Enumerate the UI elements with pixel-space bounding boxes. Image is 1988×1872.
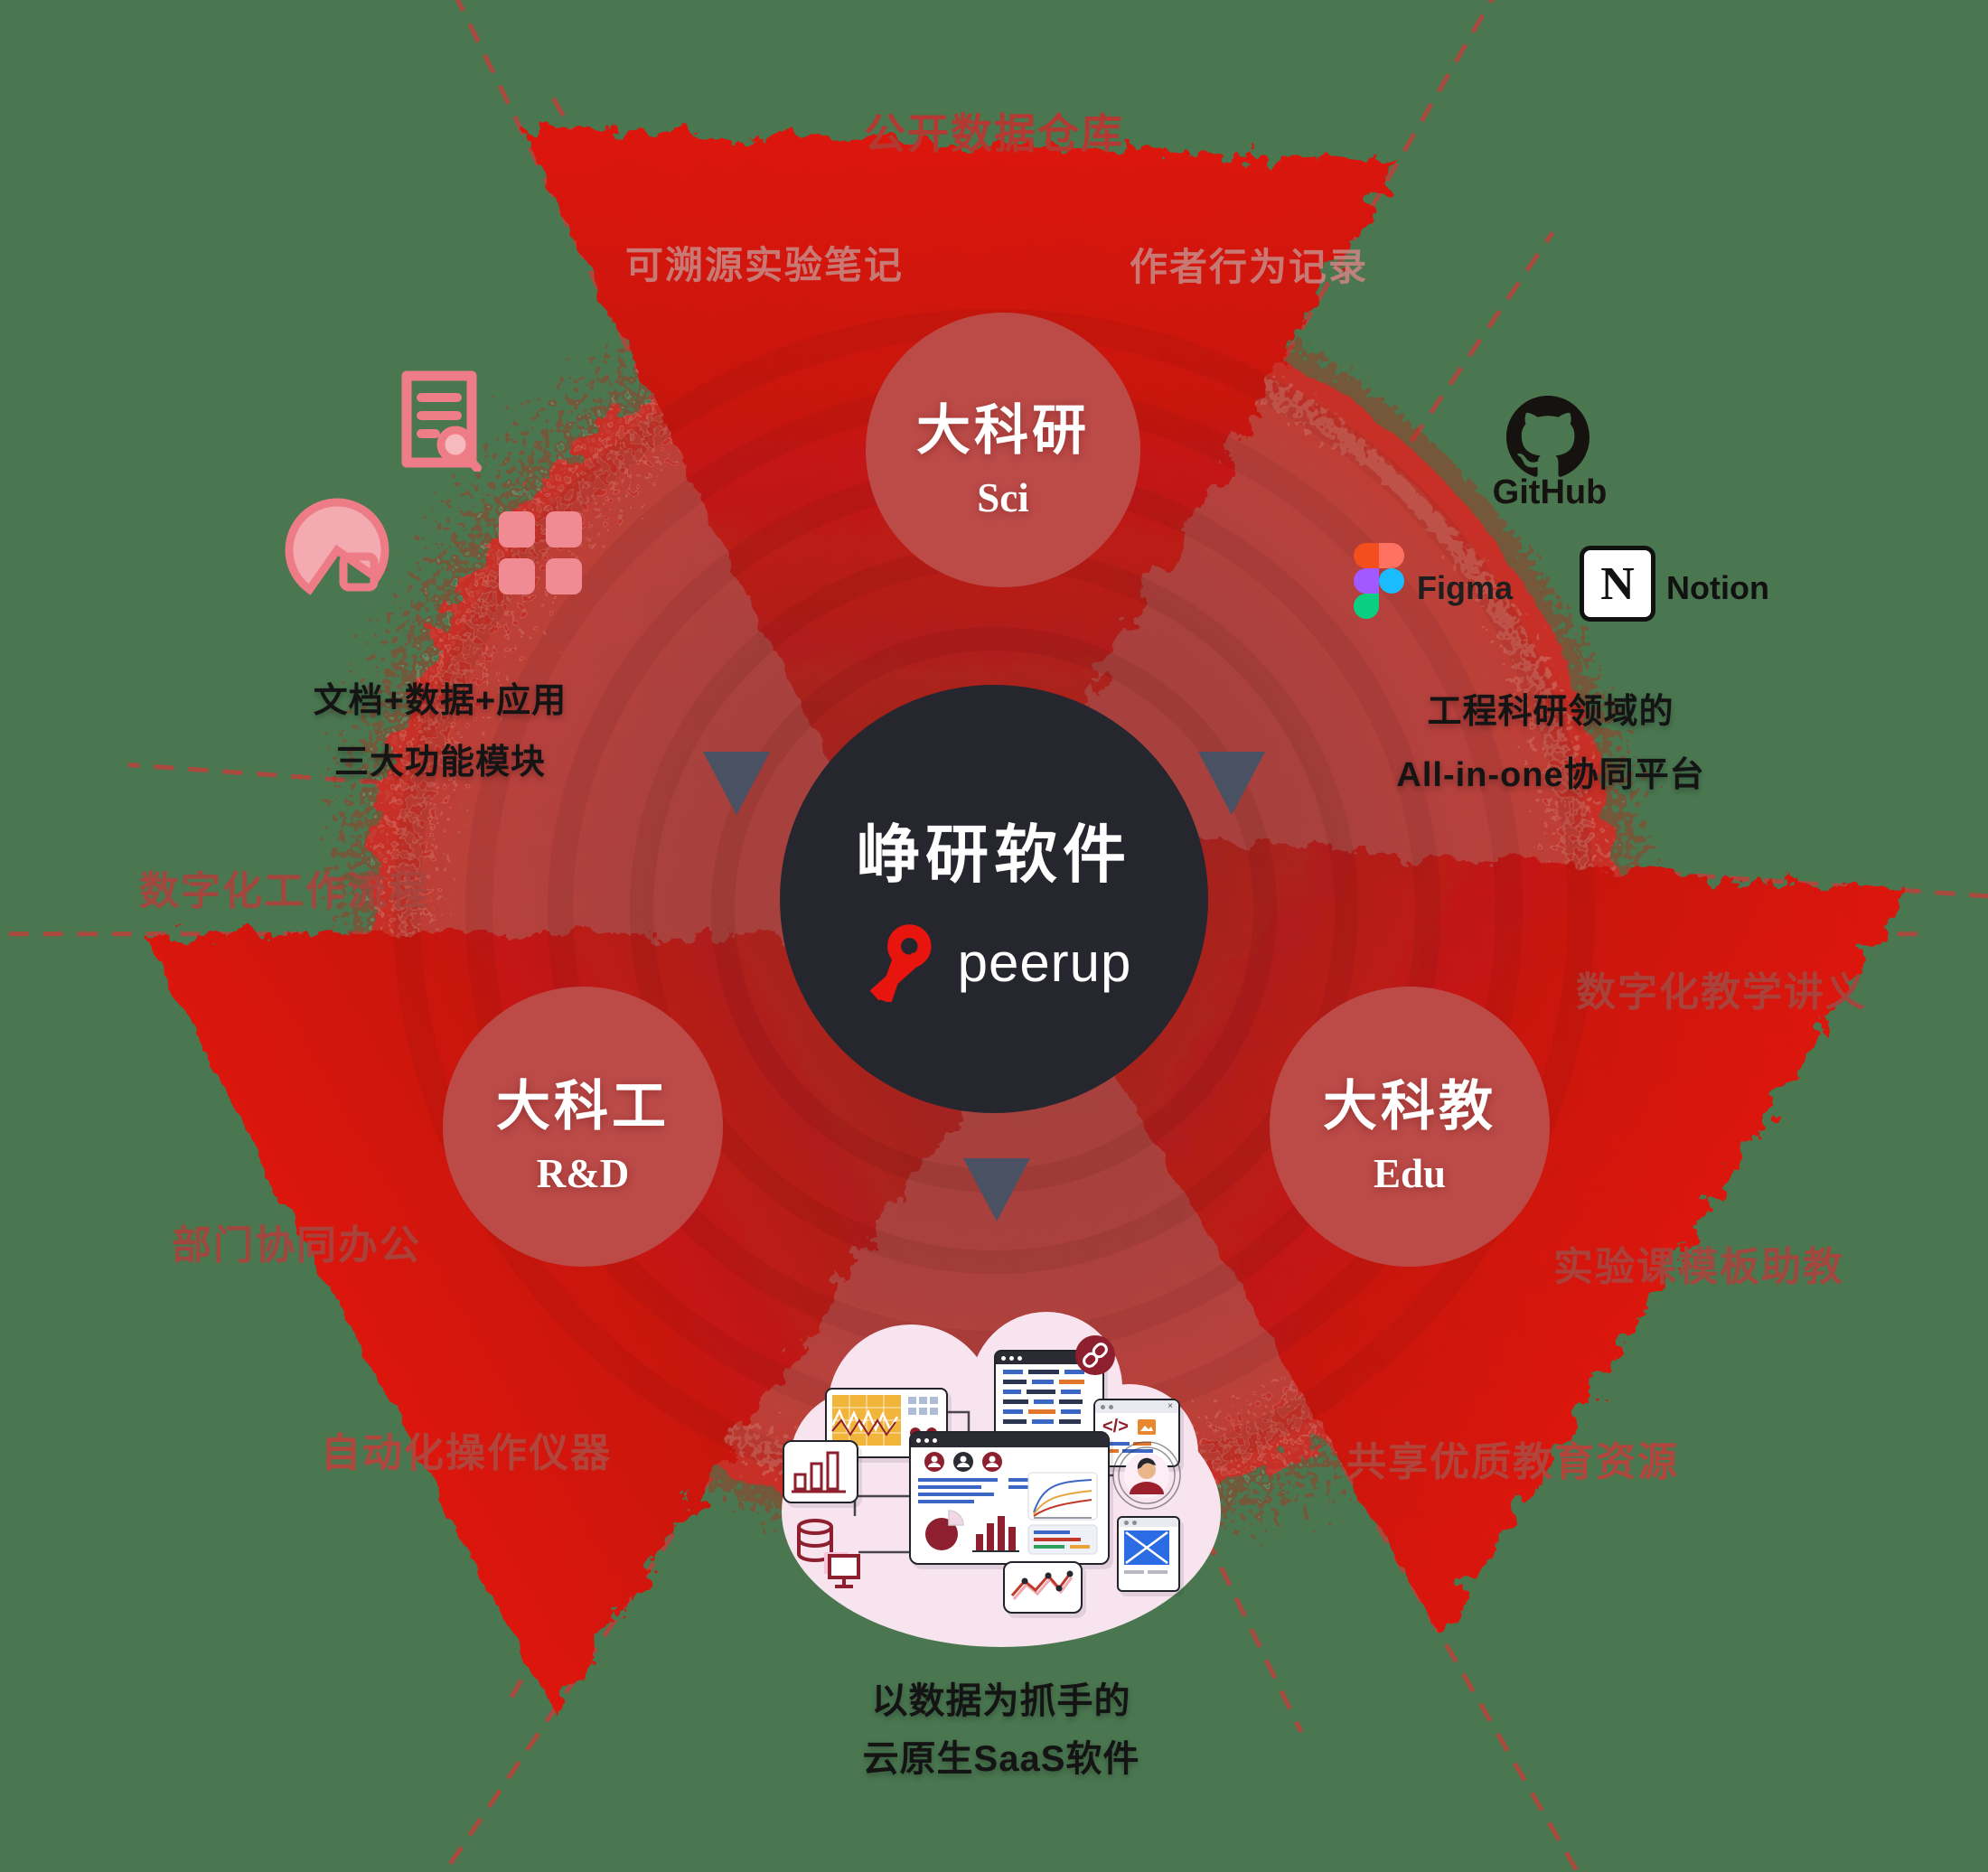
node-rd-subtitle: R&D <box>536 1151 630 1196</box>
node-circle-rd <box>443 987 723 1267</box>
label-digital-workflow: 数字化工作流程 <box>139 869 430 913</box>
github-label: GitHub <box>1492 473 1608 511</box>
node-edu-title: 大科教 <box>1323 1077 1496 1137</box>
image-thumb-icon <box>1137 1418 1156 1435</box>
center-title: 峥研软件 <box>857 819 1131 890</box>
node-circle-sci <box>866 313 1140 587</box>
user-avatar-icon <box>1111 1440 1182 1511</box>
link-badge-icon <box>1075 1335 1115 1375</box>
notion-icon: N <box>1580 546 1655 622</box>
figma-label: Figma <box>1417 569 1514 606</box>
figma-icon <box>1354 543 1404 619</box>
label-shared-edu-resources: 共享优质教育资源 <box>1346 1440 1679 1484</box>
label-automated-instruments: 自动化操作仪器 <box>321 1431 612 1475</box>
arrow-left-icon <box>703 752 770 815</box>
node-rd: 大科工 R&D <box>438 1062 727 1197</box>
code-window-icon: × </> <box>1093 1399 1180 1467</box>
label-department-collaboration: 部门协同办公 <box>172 1223 421 1268</box>
arrow-right-icon <box>1198 752 1265 815</box>
label-open-data-warehouse: 公开数据仓库 <box>864 110 1124 157</box>
node-rd-title: 大科工 <box>496 1077 670 1137</box>
note-modules-line1: 文档+数据+应用 <box>313 682 567 720</box>
node-edu: 大科教 Edu <box>1265 1062 1554 1197</box>
center-brand: 峥研软件 peerup <box>795 804 1193 1002</box>
app-grid-icon <box>499 511 582 594</box>
label-digital-teaching-notes: 数字化教学讲义 <box>1576 970 1867 1015</box>
pie-module-icon <box>285 498 389 595</box>
node-sci-title: 大科研 <box>916 401 1090 461</box>
notion-icon-letter: N <box>1600 557 1635 610</box>
note-platform-line1: 工程科研领域的 <box>1427 693 1674 731</box>
notion-label: Notion <box>1666 569 1769 606</box>
note-modules-line2: 三大功能模块 <box>333 744 546 782</box>
node-sci-subtitle: Sci <box>977 475 1029 520</box>
github-icon <box>1506 396 1589 477</box>
note-saas-line1: 以数据为抓手的 <box>871 1681 1131 1721</box>
database-and-monitor-icon <box>790 1516 866 1592</box>
label-traceable-lab-notes: 可溯源实验笔记 <box>624 244 904 286</box>
center-circle <box>780 685 1208 1113</box>
node-edu-subtitle: Edu <box>1373 1151 1447 1196</box>
arrow-triangles <box>703 752 1265 1221</box>
label-lab-class-templates: 实验课模板助教 <box>1553 1245 1844 1289</box>
peerup-logo-icon <box>869 924 932 1002</box>
analytics-dashboard-icon <box>909 1431 1110 1565</box>
bar-chart-card-icon <box>783 1440 858 1503</box>
node-circle-edu <box>1270 987 1550 1267</box>
label-author-activity-log: 作者行为记录 <box>1129 246 1368 288</box>
note-platform-line2: All-in-one协同平台 <box>1396 756 1705 794</box>
arrow-bottom-icon <box>963 1158 1030 1221</box>
note-saas-line2: 云原生SaaS软件 <box>862 1739 1140 1779</box>
brand-name: peerup <box>957 931 1132 993</box>
data-table-window-icon <box>994 1335 1115 1442</box>
node-sci: 大科研 Sci <box>858 387 1148 521</box>
line-zigzag-card-icon <box>1003 1561 1083 1614</box>
image-placeholder-window-icon <box>1117 1516 1180 1592</box>
document-search-icon <box>401 370 482 472</box>
saas-cloud-illustration: × </> <box>775 1290 1223 1652</box>
code-glyph: </> <box>1102 1417 1129 1437</box>
